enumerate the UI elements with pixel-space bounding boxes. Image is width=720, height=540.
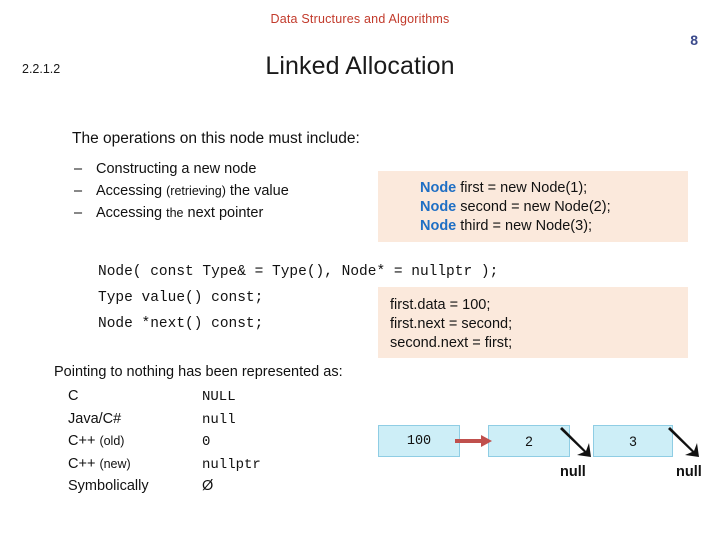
code-line: Node second = new Node(2); <box>420 198 688 217</box>
signature-line: Node( const Type& = Type(), Node* = null… <box>98 264 499 280</box>
bullet-text: Accessing the next pointer <box>96 204 263 223</box>
code-line: Node first = new Node(1); <box>420 179 688 198</box>
null-literal: null <box>202 411 236 428</box>
language-name-main: C <box>68 388 79 404</box>
code-line: first.data = 100; <box>390 297 491 313</box>
code-line-rest: third = new Node(3); <box>456 218 593 234</box>
language-name-main: C++ <box>68 433 100 449</box>
node-value: 2 <box>525 433 533 449</box>
language-name: C++ (new) <box>68 454 202 476</box>
language-name: Java/C# <box>68 409 202 431</box>
diagram-node-1: 100 <box>378 425 460 457</box>
bullet-small: (retrieving) <box>166 184 226 198</box>
node-declaration-box: Node first = new Node(1); Node second = … <box>378 171 688 242</box>
null-terminator-label: null <box>560 464 586 480</box>
null-literal: NULL <box>202 389 236 405</box>
list-item: – Accessing (retrieving) the value <box>70 182 289 201</box>
table-row: Java/C# null <box>68 409 261 432</box>
node-value: 100 <box>406 433 432 449</box>
slide-number: 8 <box>690 32 698 48</box>
null-literal: nullptr <box>202 456 261 473</box>
null-representation-table: C NULL Java/C# null C++ (old) 0 C++ (new… <box>68 386 261 498</box>
bullet-main: Accessing <box>96 183 167 199</box>
language-name-qualifier: (old) <box>99 434 125 448</box>
diagram-node-3: 3 <box>593 425 673 457</box>
operations-bullet-list: – Constructing a new node – Accessing (r… <box>70 160 289 226</box>
keyword-node: Node <box>420 199 457 215</box>
bullet-main: Accessing <box>96 205 167 221</box>
table-row: C++ (old) 0 <box>68 431 261 454</box>
bullet-text: Accessing (retrieving) the value <box>96 182 289 201</box>
signature-line: Type value() const; <box>98 290 264 306</box>
table-row: C++ (new) nullptr <box>68 454 261 477</box>
language-name-main: Symbolically <box>68 478 149 494</box>
list-item: – Accessing the next pointer <box>70 204 289 223</box>
arrow-diagonal-down-icon <box>668 427 699 457</box>
language-name: C <box>68 386 202 408</box>
keyword-node: Node <box>420 218 457 234</box>
table-row: Symbolically Ø <box>68 476 261 498</box>
language-name-main: C++ <box>68 455 100 472</box>
page-title: Linked Allocation <box>265 52 455 80</box>
language-name: C++ (old) <box>68 431 202 453</box>
code-line: first.next = second; <box>390 316 513 332</box>
arrow-diagonal-down-icon <box>560 427 591 457</box>
arrow-right-icon <box>455 435 492 447</box>
signature-line: Node *next() const; <box>98 316 264 332</box>
bullet-dash: – <box>74 161 83 177</box>
course-title: Data Structures and Algorithms <box>270 12 450 26</box>
null-literal: 0 <box>202 434 211 450</box>
bullet-small: the <box>166 206 184 220</box>
bullet-main: Constructing a new node <box>96 161 257 177</box>
assignment-example-box: first.data = 100; first.next = second; s… <box>378 287 688 358</box>
code-line-rest: second = new Node(2); <box>456 199 611 215</box>
code-line: second.next = first; <box>390 335 513 351</box>
bullet-dash: – <box>74 183 83 199</box>
language-name-main: Java/C# <box>68 410 122 427</box>
null-literal: Ø <box>202 478 214 494</box>
diagram-node-2: 2 <box>488 425 570 457</box>
list-item: – Constructing a new node <box>70 160 289 179</box>
table-row: C NULL <box>68 386 261 409</box>
bullet-dash: – <box>74 205 83 221</box>
keyword-node: Node <box>420 180 457 196</box>
code-line-rest: first = new Node(1); <box>456 180 588 196</box>
member-signatures: Node( const Type& = Type(), Node* = null… <box>98 259 498 337</box>
null-terminator-label: null <box>676 464 702 480</box>
operations-lead: The operations on this node must include… <box>72 130 360 147</box>
pointing-lead: Pointing to nothing has been represented… <box>54 364 343 380</box>
section-number: 2.2.1.2 <box>22 62 61 76</box>
node-value: 3 <box>629 433 637 449</box>
bullet-tail: next pointer <box>183 205 264 221</box>
bullet-text: Constructing a new node <box>96 160 256 179</box>
language-name: Symbolically <box>68 476 202 498</box>
bullet-tail: the value <box>225 183 289 199</box>
code-line: Node third = new Node(3); <box>420 217 688 236</box>
language-name-qualifier: (new) <box>99 456 131 471</box>
